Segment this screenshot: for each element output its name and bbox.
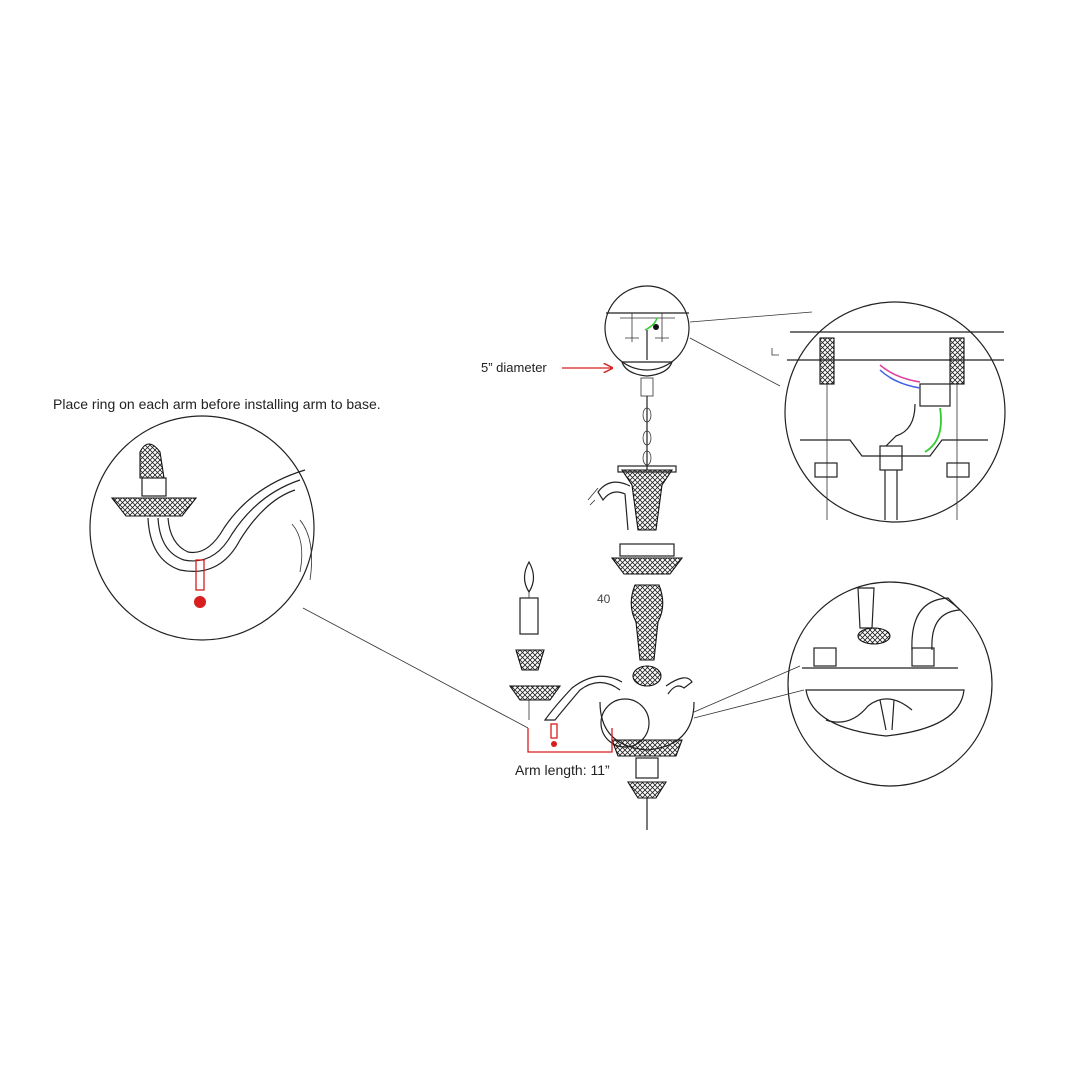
- instruction-label: Place ring on each arm before installing…: [53, 396, 381, 412]
- leader-line-arm: [302, 607, 529, 729]
- chandelier-body: [508, 285, 695, 830]
- part-number-label: 40: [597, 592, 611, 606]
- arm-length-label: Arm length: 11”: [515, 762, 610, 778]
- arm-ring-detail: [89, 415, 529, 729]
- canopy-detail-circle: [604, 285, 690, 371]
- ceiling-wiring-detail: [689, 301, 1006, 523]
- base-wiring-detail: [693, 581, 993, 787]
- canopy-diameter-label: 5” diameter: [481, 360, 547, 375]
